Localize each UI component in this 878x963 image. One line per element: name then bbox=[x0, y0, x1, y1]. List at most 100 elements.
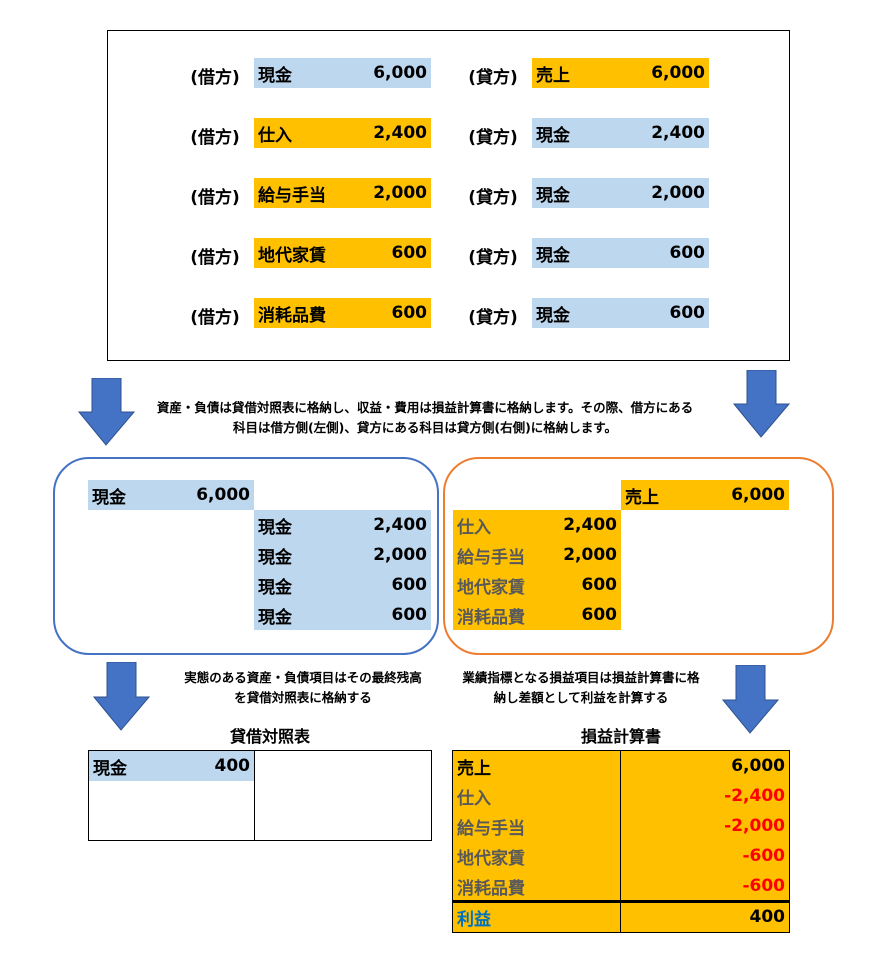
amount-value: 400 bbox=[214, 756, 251, 776]
arrow-down-icon bbox=[722, 665, 779, 734]
credit-label: (貸方) bbox=[468, 68, 518, 88]
amount-value: 600 bbox=[669, 303, 706, 323]
amount-value: 2,400 bbox=[563, 515, 617, 535]
amount-value: 2,000 bbox=[651, 183, 705, 203]
amount-value: 6,000 bbox=[373, 63, 427, 83]
account-label: 売上 bbox=[457, 758, 491, 779]
pl-note-line: 納し差額として利益を計算する bbox=[493, 690, 669, 705]
account-label: 現金 bbox=[536, 305, 570, 326]
amount-value: -2,400 bbox=[724, 786, 785, 806]
credit-label: (貸方) bbox=[468, 128, 518, 148]
pl-work-credit: 売上 6,000 bbox=[621, 480, 789, 510]
explanation-line: 科目は借方側(左側)、貸方にある科目は貸方側(右側)に格納します。 bbox=[232, 420, 618, 435]
account-label: 現金 bbox=[258, 65, 292, 86]
amount-value: 2,000 bbox=[563, 545, 617, 565]
amount-value: 600 bbox=[391, 243, 428, 263]
account-label: 消耗品費 bbox=[258, 305, 326, 326]
amount-value: 2,000 bbox=[373, 545, 427, 565]
account-label: 現金 bbox=[536, 185, 570, 206]
amount-value: 6,000 bbox=[651, 63, 705, 83]
balance-sheet-title: 貸借対照表 bbox=[229, 727, 310, 746]
account-label: 仕入 bbox=[457, 517, 491, 538]
table-divider bbox=[254, 750, 255, 840]
pl-work-box bbox=[443, 457, 834, 655]
journal-credit-cell: 売上 6,000 bbox=[532, 58, 709, 88]
account-label: 現金 bbox=[258, 517, 292, 538]
amount-value: 2,400 bbox=[373, 515, 427, 535]
pl-work-debit: 消耗品費 600 bbox=[453, 600, 621, 630]
journal-credit-cell: 現金 600 bbox=[532, 238, 709, 268]
income-statement-row: 仕入-2,400 bbox=[453, 781, 789, 811]
bs-note-line: を貸借対照表に格納する bbox=[234, 690, 372, 705]
account-label: 売上 bbox=[536, 65, 570, 86]
bs-work-box bbox=[53, 457, 439, 655]
bs-work-credit: 現金 2,400 bbox=[254, 510, 431, 540]
debit-label: (借方) bbox=[190, 308, 240, 328]
amount-value: 6,000 bbox=[731, 485, 785, 505]
account-label: 現金 bbox=[258, 547, 292, 568]
table-divider bbox=[620, 750, 621, 932]
account-label: 現金 bbox=[258, 577, 292, 598]
account-label: 現金 bbox=[93, 758, 127, 779]
account-label: 消耗品費 bbox=[457, 607, 525, 628]
arrow-down-icon bbox=[733, 370, 790, 438]
bs-note-line: 実態のある資産・負債項目はその最終残高 bbox=[184, 670, 422, 685]
income-statement-row: 給与手当 -2,000 bbox=[453, 811, 789, 841]
account-label: 地代家賃 bbox=[457, 848, 525, 869]
journal-debit-cell: 地代家賃 600 bbox=[254, 238, 431, 268]
account-label: 現金 bbox=[536, 125, 570, 146]
amount-value: -600 bbox=[742, 846, 785, 866]
income-statement-row: 地代家賃 -600 bbox=[453, 841, 789, 871]
bs-row-cash: 現金 400 bbox=[89, 751, 254, 781]
pl-note: 業績指標となる損益項目は損益計算書に格 納し差額として利益を計算する bbox=[450, 668, 712, 708]
amount-value: 600 bbox=[581, 605, 618, 625]
account-label: 給与手当 bbox=[457, 818, 525, 839]
debit-label: (借方) bbox=[190, 68, 240, 88]
credit-label: (貸方) bbox=[468, 308, 518, 328]
amount-value: 2,400 bbox=[373, 123, 427, 143]
account-label: 現金 bbox=[536, 245, 570, 266]
journal-credit-cell: 現金 2,000 bbox=[532, 178, 709, 208]
account-label: 現金 bbox=[258, 607, 292, 628]
journal-box bbox=[107, 30, 790, 361]
pl-work-debit: 仕入 2,400 bbox=[453, 510, 621, 540]
journal-debit-cell: 現金 6,000 bbox=[254, 58, 431, 88]
bs-note: 実態のある資産・負債項目はその最終残高 を貸借対照表に格納する bbox=[165, 668, 441, 708]
pl-work-debit: 地代家賃 600 bbox=[453, 570, 621, 600]
account-label: 売上 bbox=[625, 487, 659, 508]
bs-work-credit: 現金 2,000 bbox=[254, 540, 431, 570]
amount-value: -600 bbox=[742, 876, 785, 896]
account-label: 利益 bbox=[457, 909, 491, 930]
credit-label: (貸方) bbox=[468, 248, 518, 268]
journal-debit-cell: 仕入 2,400 bbox=[254, 118, 431, 148]
account-label: 消耗品費 bbox=[457, 878, 525, 899]
amount-value: 600 bbox=[391, 303, 428, 323]
balance-sheet-table bbox=[88, 750, 432, 841]
income-statement-row: 消耗品費 -600 bbox=[453, 871, 789, 901]
account-label: 給与手当 bbox=[258, 185, 326, 206]
debit-label: (借方) bbox=[190, 128, 240, 148]
amount-value: 600 bbox=[391, 575, 428, 595]
amount-value: -2,000 bbox=[724, 816, 785, 836]
account-label: 現金 bbox=[92, 487, 126, 508]
explanation-text: 資産・負債は貸借対照表に格納し、収益・費用は損益計算書に格納します。その際、借方… bbox=[130, 398, 720, 438]
journal-debit-cell: 消耗品費 600 bbox=[254, 298, 431, 328]
amount-value: 600 bbox=[581, 575, 618, 595]
amount-value: 6,000 bbox=[196, 485, 250, 505]
journal-credit-cell: 現金 600 bbox=[532, 298, 709, 328]
bs-work-credit: 現金 600 bbox=[254, 570, 431, 600]
amount-value: 600 bbox=[669, 243, 706, 263]
account-label: 地代家賃 bbox=[457, 577, 525, 598]
account-label: 仕入 bbox=[258, 125, 292, 146]
arrow-down-icon bbox=[78, 378, 135, 446]
debit-label: (借方) bbox=[190, 248, 240, 268]
credit-label: (貸方) bbox=[468, 188, 518, 208]
explanation-line: 資産・負債は貸借対照表に格納し、収益・費用は損益計算書に格納します。その際、借方… bbox=[156, 400, 694, 415]
account-label: 地代家賃 bbox=[258, 245, 326, 266]
